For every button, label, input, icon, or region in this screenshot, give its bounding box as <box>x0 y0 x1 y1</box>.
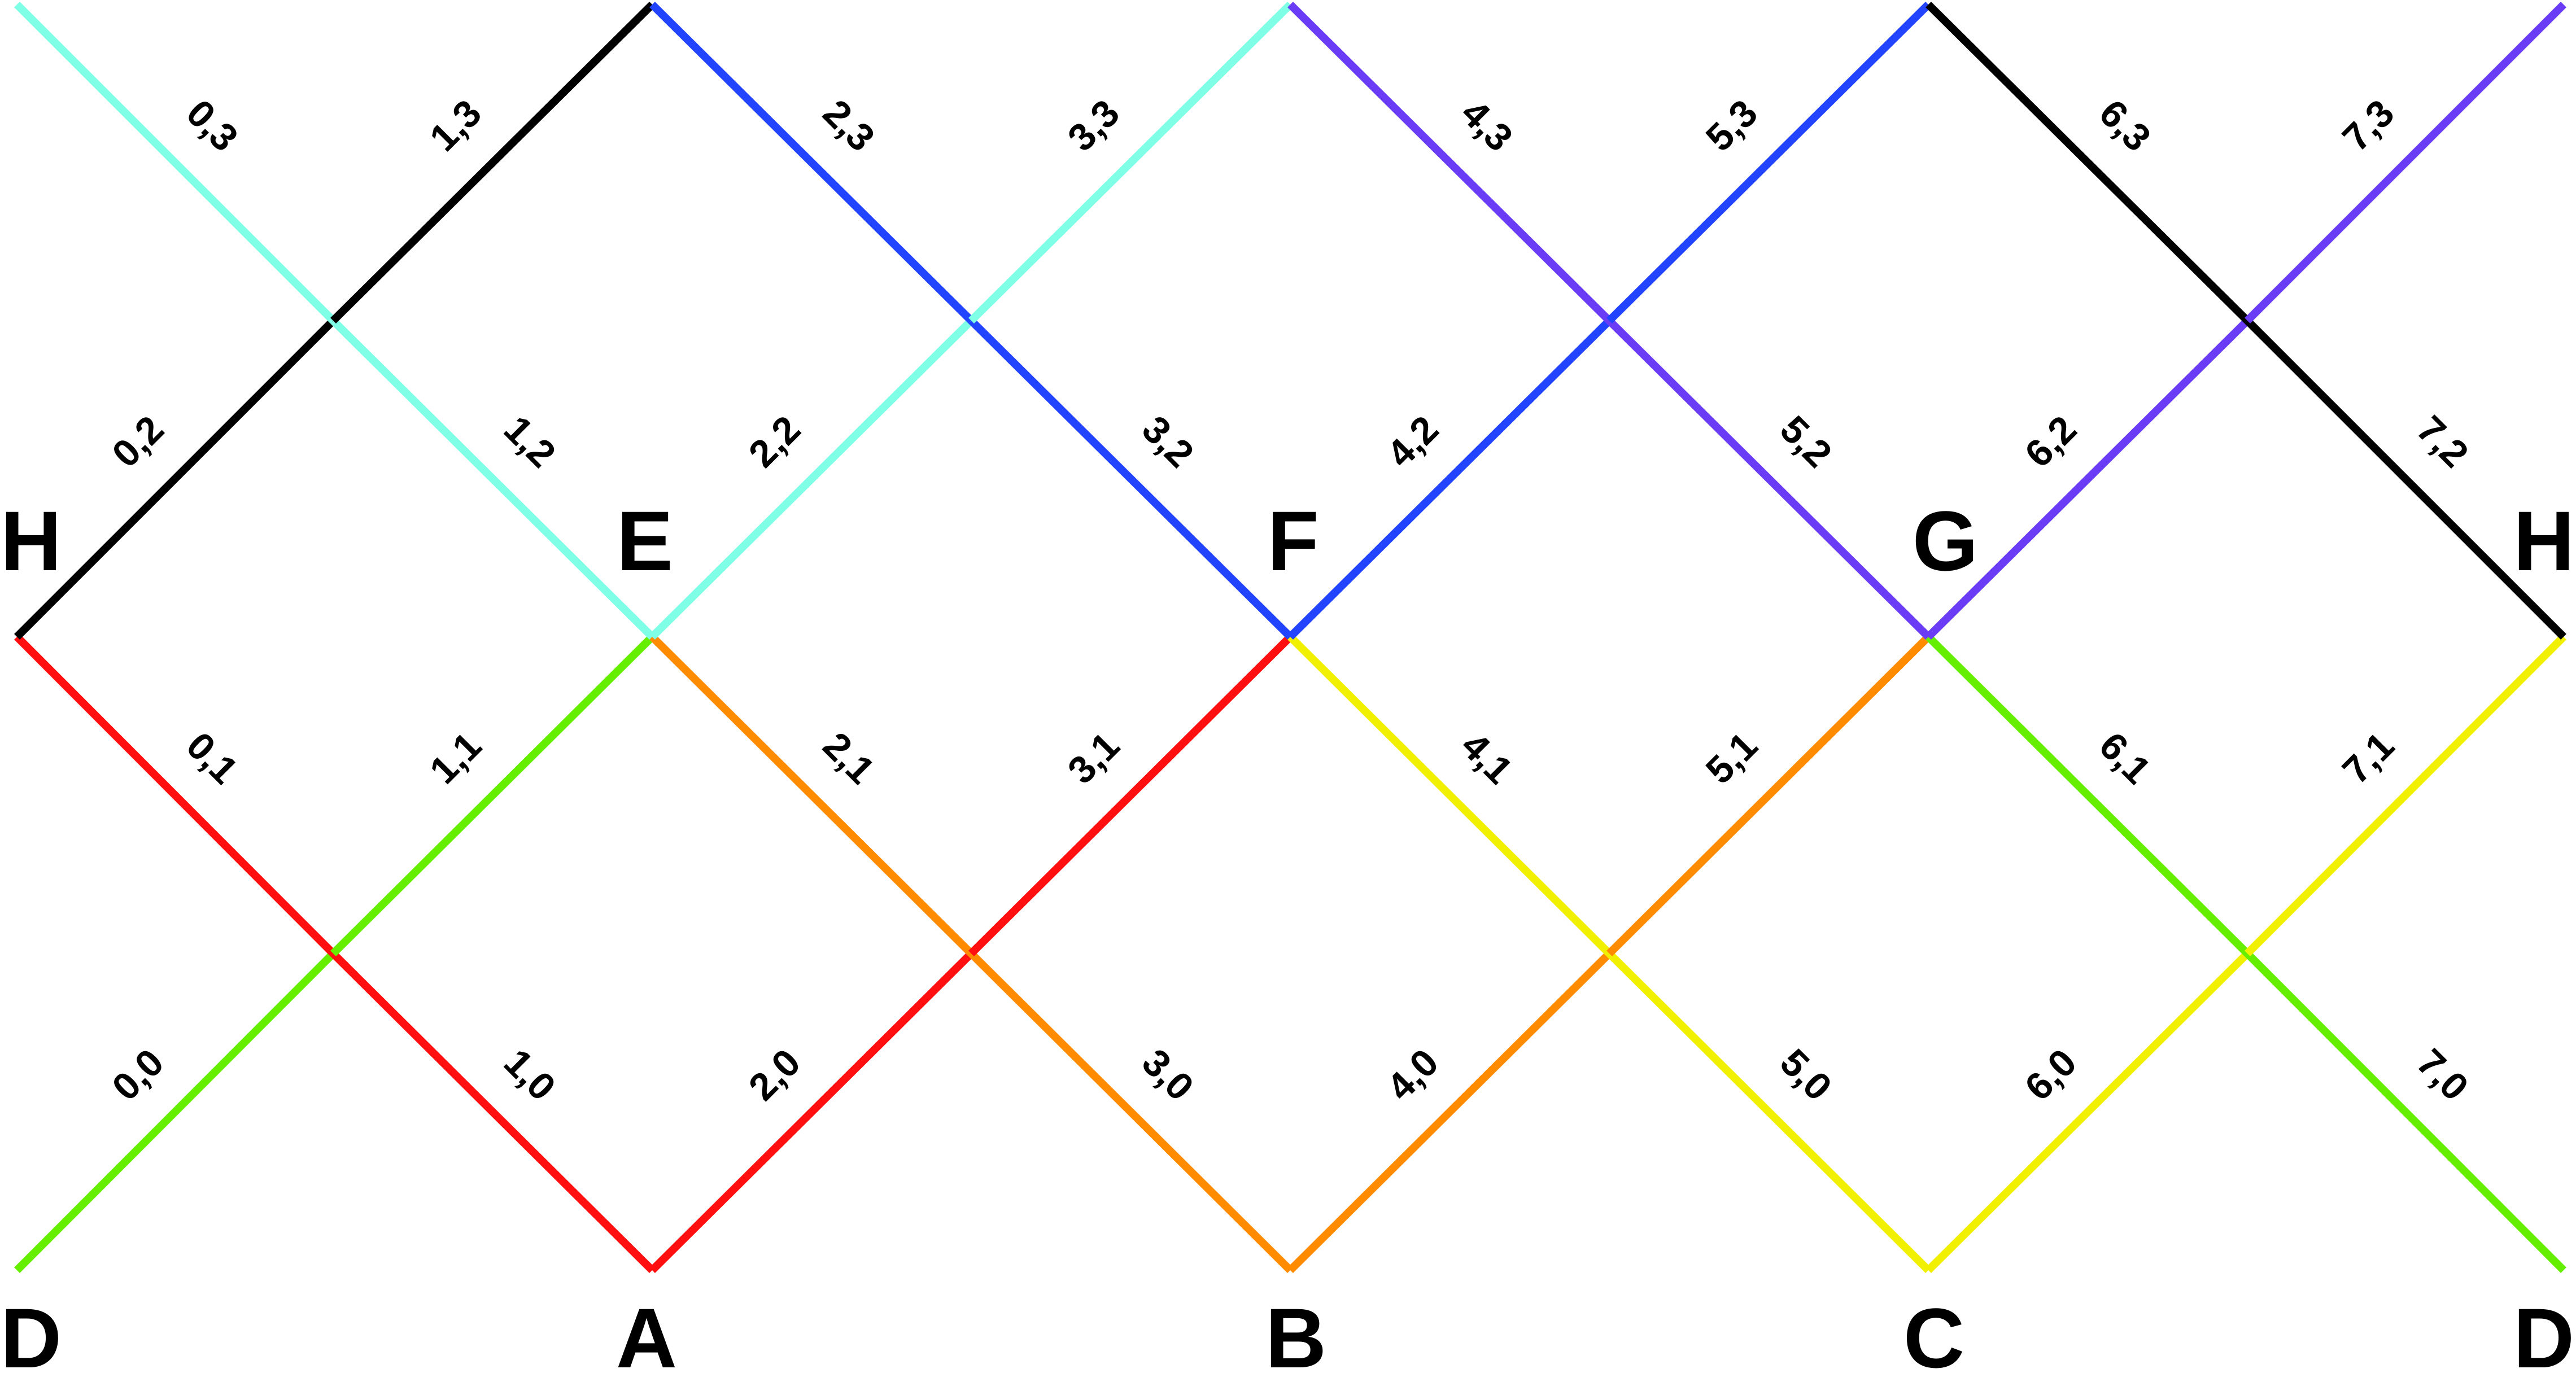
edge-6-3 <box>1926 2 2250 323</box>
edge-label: 2,1 <box>815 724 883 792</box>
edge-7-2 <box>2245 318 2566 640</box>
edge-4-3 <box>1287 2 1612 323</box>
edge-label: 6,3 <box>2091 91 2159 160</box>
edge-5-1 <box>1606 634 1931 956</box>
edge-4-1 <box>1287 634 1612 956</box>
node-label: F <box>1267 493 1319 588</box>
edge-label: 3,3 <box>1059 91 1128 160</box>
edge-label: 4,1 <box>1453 724 1521 792</box>
edge-label: 6,0 <box>2016 1040 2085 1109</box>
node-label: H <box>1 493 62 588</box>
edge-5-3 <box>1606 2 1931 323</box>
edge-label: 3,2 <box>1134 408 1202 476</box>
edge-0-0 <box>14 951 336 1273</box>
edge-label: 7,3 <box>2334 91 2403 160</box>
edge-label: 3,0 <box>1134 1040 1202 1109</box>
edge-1-1 <box>330 634 655 956</box>
node-label: E <box>617 493 673 588</box>
edge-7-0 <box>2245 951 2566 1273</box>
edge-3-2 <box>968 318 1293 640</box>
edge-4-2 <box>1287 318 1612 640</box>
edge-label: 1,0 <box>496 1040 564 1109</box>
edge-2-2 <box>649 318 974 640</box>
node-label: B <box>1265 1291 1326 1385</box>
edge-label: 0,2 <box>104 408 172 476</box>
edge-label: 7,2 <box>2408 408 2477 476</box>
node-label: D <box>1 1291 62 1385</box>
edge-label: 0,0 <box>104 1040 172 1109</box>
edge-7-1 <box>2245 634 2566 956</box>
edge-6-0 <box>1926 951 2250 1273</box>
node-label: D <box>2513 1291 2574 1385</box>
edge-1-0 <box>330 951 655 1273</box>
edge-5-2 <box>1606 318 1931 640</box>
node-label: H <box>2513 493 2574 588</box>
edge-5-0 <box>1606 951 1931 1273</box>
edge-label: 1,2 <box>496 408 564 476</box>
edge-label: 5,2 <box>1772 408 1840 476</box>
edge-label: 1,1 <box>421 724 490 792</box>
edge-6-2 <box>1926 318 2250 640</box>
edge-1-3 <box>330 2 655 323</box>
edge-3-0 <box>968 951 1293 1273</box>
edge-label: 7,1 <box>2334 724 2403 792</box>
edge-label: 1,3 <box>421 91 490 160</box>
node-label: G <box>1913 493 1979 588</box>
edge-label: 6,1 <box>2091 724 2159 792</box>
edge-6-1 <box>1926 634 2250 956</box>
edge-label: 5,1 <box>1697 724 1766 792</box>
edge-0-3 <box>14 2 336 323</box>
edge-label: 7,0 <box>2408 1040 2477 1109</box>
edge-label: 2,3 <box>815 91 883 160</box>
edge-3-1 <box>968 634 1293 956</box>
edge-label: 4,2 <box>1378 408 1447 476</box>
edge-3-3 <box>968 2 1293 323</box>
edge-7-3 <box>2245 2 2566 323</box>
edge-1-2 <box>330 318 655 640</box>
edge-label: 5,3 <box>1697 91 1766 160</box>
edge-label: 3,1 <box>1059 724 1128 792</box>
edge-label: 0,1 <box>178 724 246 792</box>
edge-label: 6,2 <box>2016 408 2085 476</box>
edge-label: 2,2 <box>740 408 809 476</box>
edge-2-3 <box>649 2 974 323</box>
edge-0-2 <box>14 318 336 640</box>
node-label: A <box>616 1291 677 1385</box>
edge-2-0 <box>649 951 974 1273</box>
edge-label: 4,3 <box>1453 91 1521 160</box>
edge-label: 0,3 <box>178 91 246 160</box>
edge-label: 2,0 <box>740 1040 809 1109</box>
edge-4-0 <box>1287 951 1612 1273</box>
edge-0-1 <box>14 634 336 956</box>
edge-2-1 <box>649 634 974 956</box>
node-label: C <box>1903 1291 1964 1385</box>
edge-label: 4,0 <box>1378 1040 1447 1109</box>
edge-label: 5,0 <box>1772 1040 1840 1109</box>
